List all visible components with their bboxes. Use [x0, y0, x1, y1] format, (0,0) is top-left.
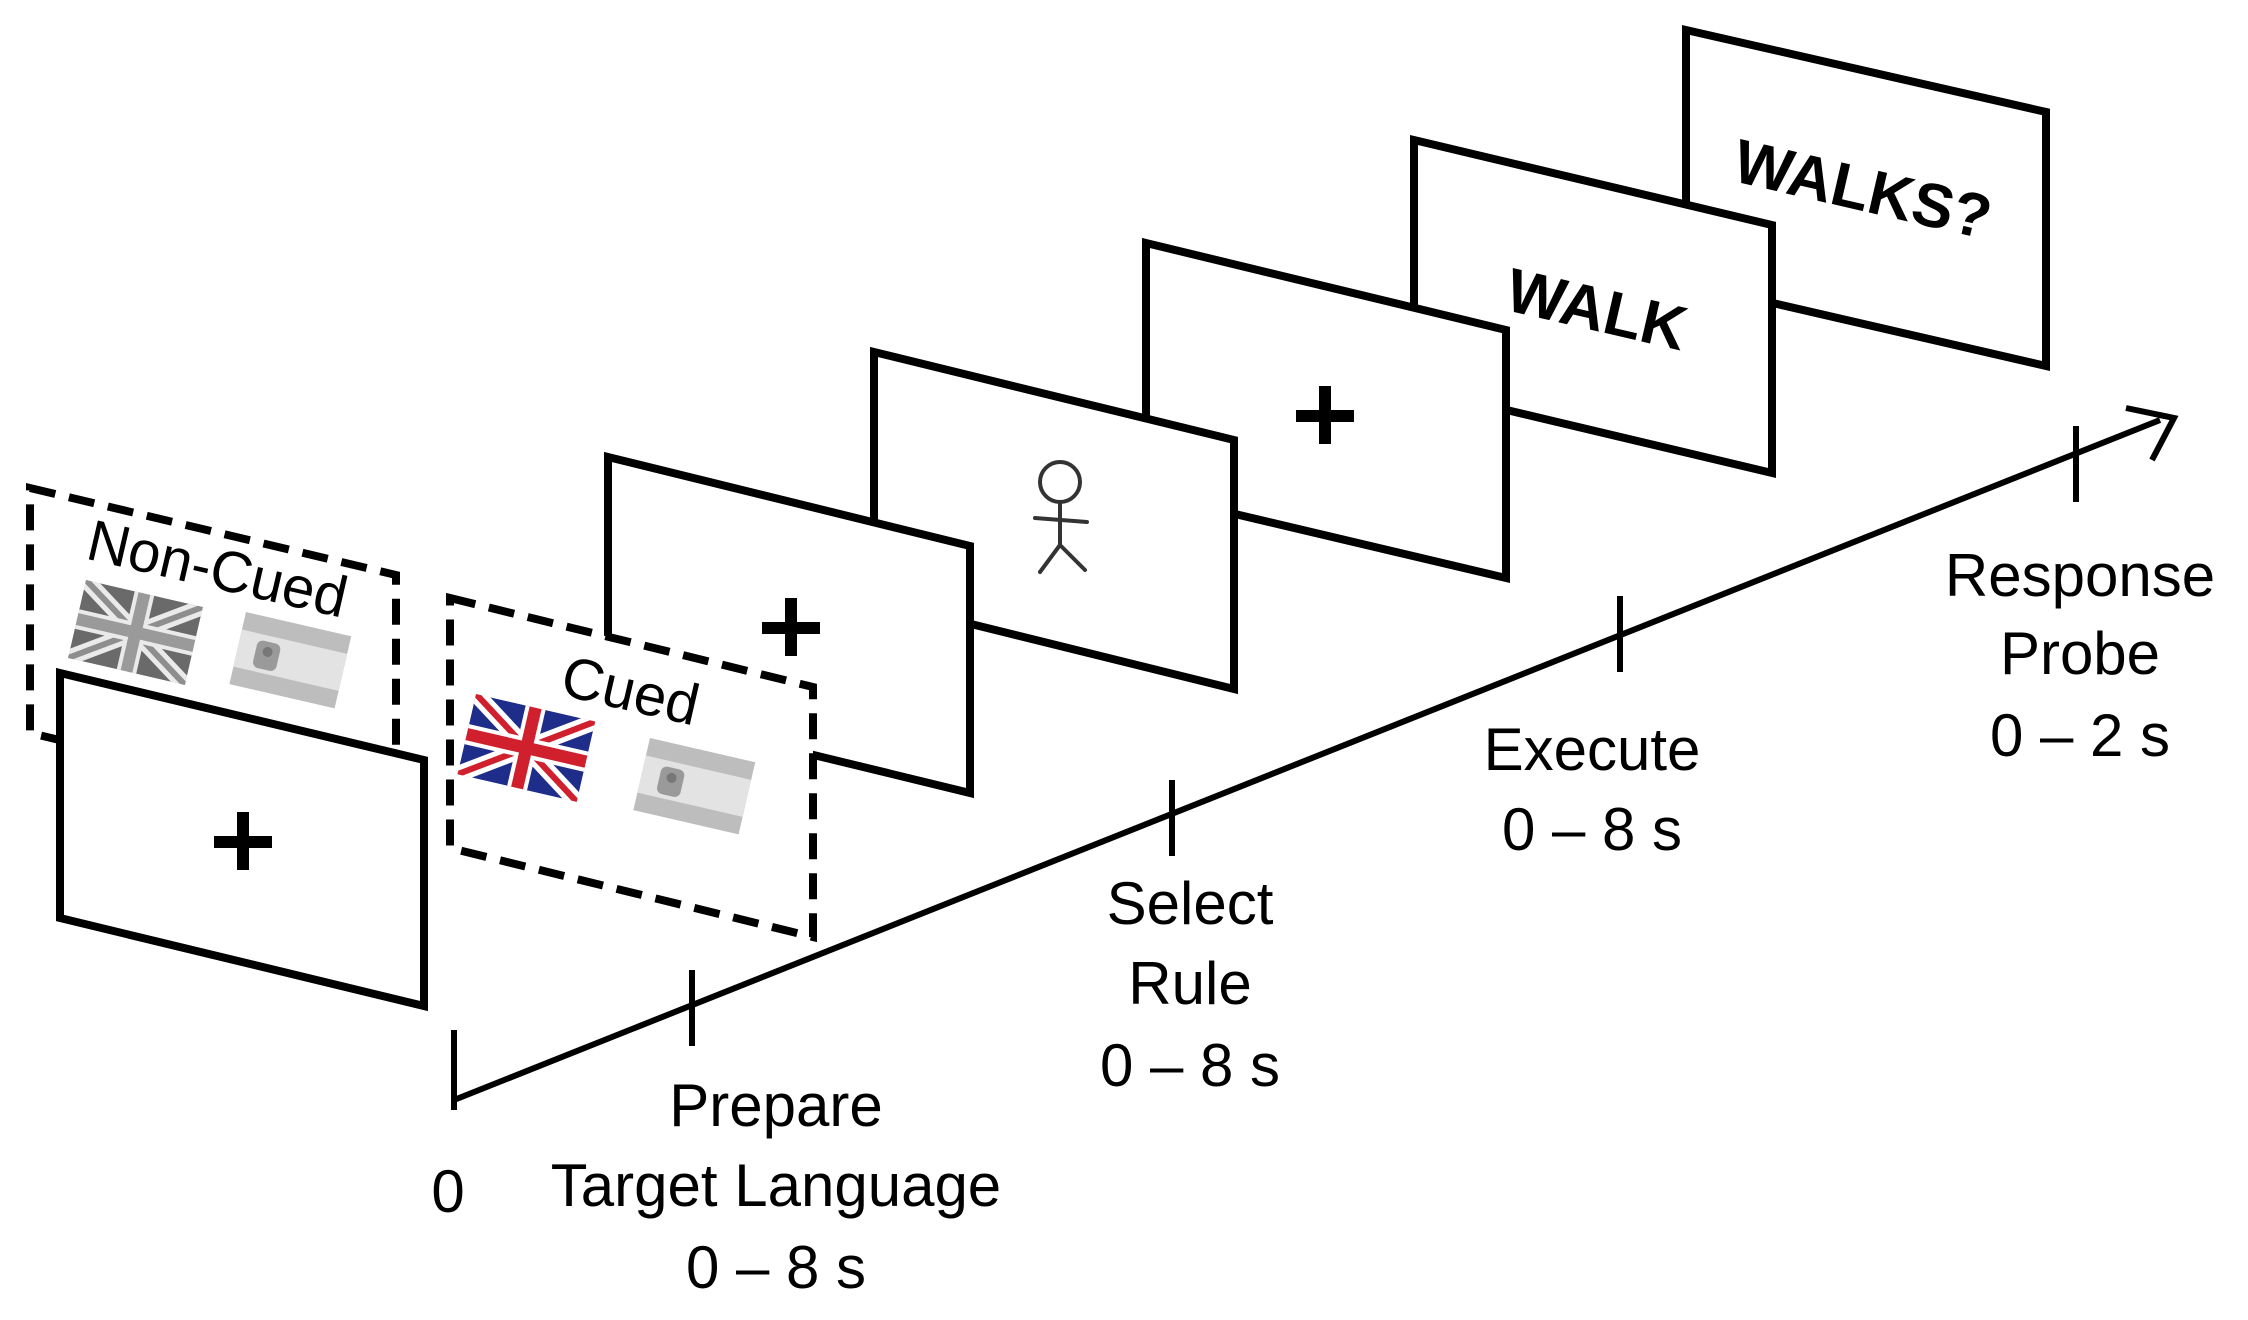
svg-text:0 – 2 s: 0 – 2 s	[1990, 702, 2170, 769]
svg-text:Execute: Execute	[1484, 716, 1701, 783]
spain-flag-icon	[633, 738, 756, 835]
svg-text:Response: Response	[1945, 542, 2215, 609]
stage-prepare-label: Prepare Target Language 0 – 8 s	[551, 1072, 1001, 1301]
svg-text:Target Language: Target Language	[551, 1152, 1001, 1219]
stage-execute-label: Execute 0 – 8 s	[1484, 716, 1701, 863]
svg-text:0 – 8 s: 0 – 8 s	[686, 1234, 866, 1301]
uk-flag-icon	[457, 694, 596, 802]
time-axis	[451, 405, 2179, 1110]
svg-text:Prepare: Prepare	[669, 1072, 882, 1139]
stick-figure-icon	[1033, 460, 1089, 574]
svg-text:Select: Select	[1107, 870, 1274, 937]
fixation-panel-1	[56, 667, 428, 1012]
fixation-cross	[762, 598, 820, 656]
svg-text:Rule: Rule	[1128, 950, 1251, 1017]
uk-flag-icon	[68, 580, 203, 685]
cued-panel: Cued	[446, 592, 817, 943]
svg-text:0 – 8 s: 0 – 8 s	[1502, 796, 1682, 863]
stage-response-label: Response Probe 0 – 2 s	[1945, 542, 2215, 769]
arrow-head-icon	[2125, 405, 2179, 462]
fixation-cross	[214, 812, 272, 870]
stage-select-label: Select Rule 0 – 8 s	[1100, 870, 1280, 1099]
svg-text:0 – 8 s: 0 – 8 s	[1100, 1032, 1280, 1099]
fixation-cross	[1296, 386, 1354, 444]
svg-text:Probe: Probe	[2000, 620, 2160, 687]
origin-label: 0	[431, 1158, 464, 1225]
spain-flag-icon	[229, 612, 352, 709]
